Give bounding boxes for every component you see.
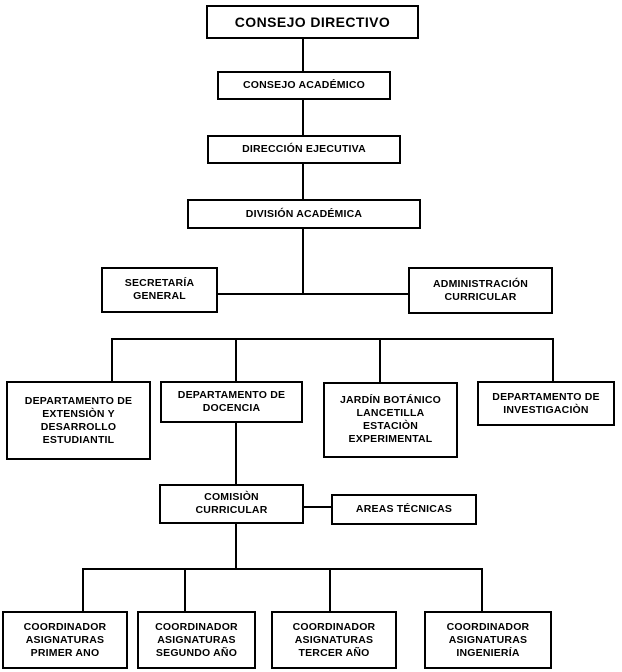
org-node-label: DEPARTAMENTO DE INVESTIGACIÒN <box>492 390 600 416</box>
org-node-comision-curricular: COMISIÒN CURRICULAR <box>159 484 304 524</box>
org-node-label: DEPARTAMENTO DE DOCENCIA <box>177 389 286 414</box>
org-node-label: ADMINISTRACIÓN CURRICULAR <box>433 277 528 303</box>
org-node-departamento-docencia: DEPARTAMENTO DE DOCENCIA <box>160 381 303 423</box>
org-node-label: COORDINADOR ASIGNATURAS SEGUNDO AÑO <box>155 620 238 659</box>
org-node-jardin-botanico-lancetilla: JARDÍN BOTÁNICO LANCETILLA ESTACIÒN EXPE… <box>323 382 458 458</box>
org-node-departamento-extension: DEPARTAMENTO DE EXTENSIÒN Y DESARROLLO E… <box>6 381 151 460</box>
org-node-coordinador-ingenieria: COORDINADOR ASIGNATURAS INGENIERÍA <box>424 611 552 669</box>
org-node-consejo-academico: CONSEJO ACADÉMICO <box>217 71 391 100</box>
org-node-coordinador-primer-ano: COORDINADOR ASIGNATURAS PRIMER ANO <box>2 611 128 669</box>
org-node-label: DIVISIÓN ACADÉMICA <box>245 207 363 220</box>
org-node-coordinador-tercer-ano: COORDINADOR ASIGNATURAS TERCER AÑO <box>271 611 397 669</box>
org-node-label: DIRECCIÓN EJECUTIVA <box>242 143 366 155</box>
org-node-label: COORDINADOR ASIGNATURAS INGENIERÍA <box>446 620 530 659</box>
org-node-label: COORDINADOR ASIGNATURAS TERCER AÑO <box>292 620 376 659</box>
org-node-secretaria-general: SECRETARÍA GENERAL <box>101 267 218 313</box>
org-node-areas-tecnicas: AREAS TÉCNICAS <box>331 494 477 525</box>
org-node-direccion-ejecutiva: DIRECCIÓN EJECUTIVA <box>207 135 401 164</box>
org-node-division-academica: DIVISIÓN ACADÉMICA <box>187 199 421 229</box>
org-node-consejo-directivo: CONSEJO DIRECTIVO <box>206 5 419 39</box>
org-node-label: DEPARTAMENTO DE EXTENSIÒN Y DESARROLLO E… <box>24 394 133 446</box>
org-node-departamento-investigacion: DEPARTAMENTO DE INVESTIGACIÒN <box>477 381 615 426</box>
org-node-label: COORDINADOR ASIGNATURAS PRIMER ANO <box>23 620 107 659</box>
org-node-label: JARDÍN BOTÁNICO LANCETILLA ESTACIÒN EXPE… <box>339 394 441 445</box>
org-node-label: SECRETARÍA GENERAL <box>124 277 195 302</box>
org-node-administracion-curricular: ADMINISTRACIÓN CURRICULAR <box>408 267 553 314</box>
org-node-label: AREAS TÉCNICAS <box>355 503 453 515</box>
org-node-label: CONSEJO ACADÉMICO <box>242 79 366 91</box>
org-node-coordinador-segundo-ano: COORDINADOR ASIGNATURAS SEGUNDO AÑO <box>137 611 256 669</box>
org-node-label: COMISIÒN CURRICULAR <box>195 491 268 516</box>
org-node-label: CONSEJO DIRECTIVO <box>234 14 391 30</box>
